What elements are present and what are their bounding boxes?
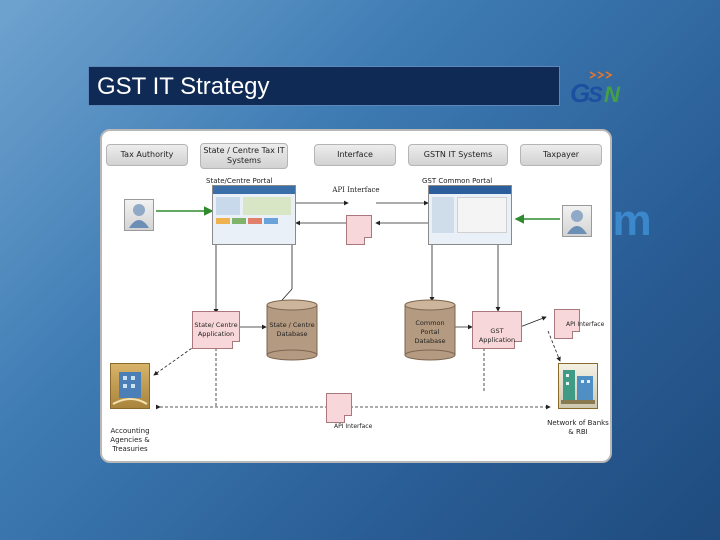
api-interface-doc-right-icon	[554, 309, 580, 339]
svg-text:S: S	[588, 82, 603, 106]
svg-text:N: N	[604, 82, 621, 106]
state-centre-portal-screenshot	[212, 185, 296, 245]
state-centre-application-doc	[192, 311, 240, 349]
slide-title: GST IT Strategy	[97, 73, 270, 100]
header-state-centre-tax-systems: State / Centre Tax IT Systems	[200, 143, 288, 169]
api-interface-doc-bottom-icon	[326, 393, 352, 423]
header-gstn-it-systems: GSTN IT Systems	[408, 144, 508, 166]
label-state-centre-portal: State/Centre Portal	[206, 177, 273, 185]
state-centre-database-cylinder	[266, 299, 318, 361]
label-state-centre-application: State/ Centre Application	[194, 321, 238, 338]
taxpayer-person-icon	[562, 205, 592, 237]
header-taxpayer: Taxpayer	[520, 144, 602, 166]
api-interface-doc-top-icon	[346, 215, 372, 245]
gst-application-doc	[472, 311, 522, 349]
label-accounting-agencies: Accounting Agencies & Treasuries	[110, 427, 150, 453]
label-api-interface-right: API Interface	[566, 321, 605, 328]
header-interface: Interface	[314, 144, 396, 166]
title-bar: GST IT Strategy	[88, 66, 560, 106]
label-api-interface-top: API Interface	[332, 186, 380, 194]
svg-text:G: G	[570, 78, 590, 106]
header-tax-authority: Tax Authority	[106, 144, 188, 166]
label-gst-application: GST Application	[478, 327, 516, 344]
label-common-portal-database: Common Portal Database	[414, 319, 446, 345]
label-state-centre-database: State / Centre Database	[269, 321, 315, 338]
accounting-agencies-building-icon	[110, 363, 150, 409]
gstn-logo: G S N GSTN	[566, 70, 629, 108]
diagram-panel: Tax Authority State / Centre Tax IT Syst…	[100, 129, 612, 463]
label-gst-common-portal: GST Common Portal	[422, 177, 493, 185]
bank-network-icon	[558, 363, 598, 409]
logo-text: GSTN	[628, 70, 629, 71]
common-portal-database-cylinder	[404, 299, 456, 361]
gst-common-portal-screenshot	[428, 185, 512, 245]
gstn-logo-icon: G S N	[570, 71, 621, 108]
label-api-interface-bottom: API Interface	[334, 423, 373, 430]
label-network-banks: Network of Banks & RBI	[547, 419, 609, 436]
connector-lines	[153, 200, 561, 410]
tax-authority-person-icon	[124, 199, 154, 231]
